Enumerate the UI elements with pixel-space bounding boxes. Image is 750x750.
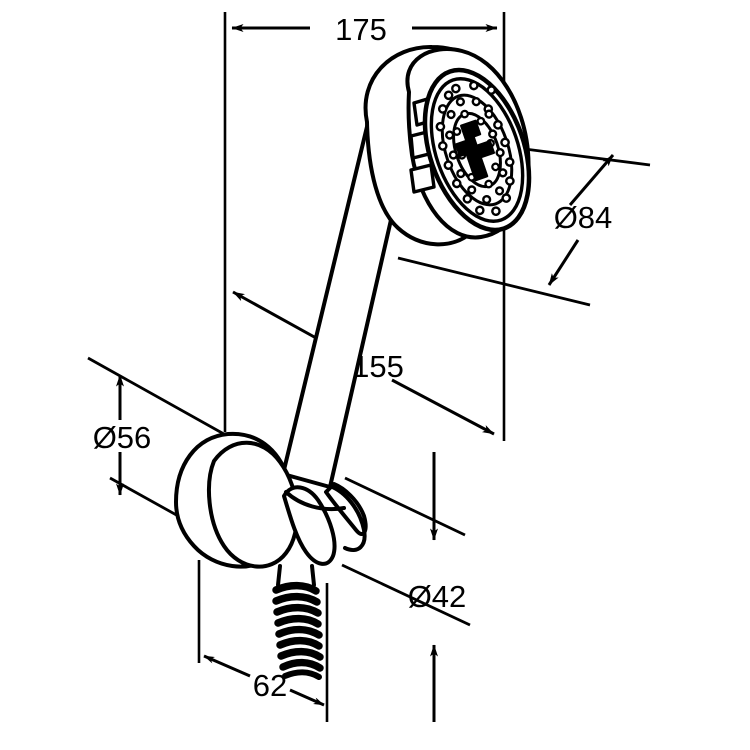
coil-turn-7	[277, 647, 324, 661]
collar-slot-3	[409, 163, 436, 194]
dim-label-d84: Ø84	[554, 200, 613, 235]
dimension-d84: Ø84	[547, 154, 615, 286]
dim-line-d84-upper	[568, 154, 615, 206]
handle-seat-band	[284, 490, 346, 512]
witness-d42-upper	[344, 476, 466, 537]
coil-turn-5	[275, 625, 323, 639]
coil-turn-1	[272, 581, 320, 595]
dim-label-d42: Ø42	[408, 579, 467, 614]
coil-turn-3	[273, 603, 322, 617]
nozzle-ring-middle	[445, 97, 508, 205]
dimension-155: 155	[232, 290, 495, 436]
bracket-cradle-outer-lip	[328, 484, 367, 552]
hose-neck-left	[276, 564, 282, 587]
dim-label-d56: Ø56	[93, 420, 152, 455]
dim-line-155-lower	[391, 378, 495, 436]
spray-mode-glyph-icon	[454, 119, 495, 182]
dim-line-62-right	[289, 688, 325, 707]
spray-face	[422, 67, 532, 233]
coil-turn-2	[272, 592, 321, 606]
hose-neck-right	[310, 564, 316, 587]
dim-label-62: 62	[253, 668, 287, 703]
bracket-collar	[207, 440, 300, 569]
coil-end-cap	[282, 669, 322, 680]
shower-head	[363, 44, 532, 247]
witness-d56-upper	[87, 356, 241, 445]
coil-turn-6	[276, 636, 323, 650]
dimension-62: 62	[203, 654, 325, 707]
hose-coil	[272, 564, 324, 680]
coil-turn-4	[274, 614, 322, 628]
dimension-d42: Ø42	[408, 452, 467, 722]
wall-bracket	[174, 431, 368, 569]
witness-d84-lower	[397, 256, 591, 307]
dim-label-175: 175	[335, 12, 387, 47]
witness-d42-lower	[341, 563, 471, 627]
dim-line-d84-lower	[547, 239, 580, 286]
dimension-d56: Ø56	[93, 374, 152, 496]
coil-turn-8	[279, 658, 324, 672]
hose-coil-turns	[272, 581, 324, 672]
dimension-175: 175	[231, 12, 498, 47]
dim-line-62-left	[203, 654, 251, 678]
